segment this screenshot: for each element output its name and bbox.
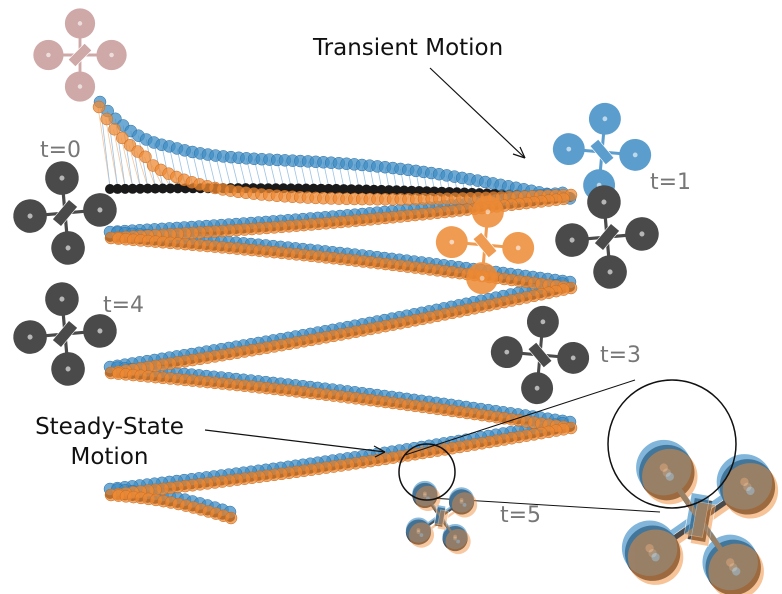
orange-point [225, 512, 237, 524]
steady-state-line1: Steady-State [12, 412, 207, 442]
steady-state-line2: Motion [12, 442, 207, 472]
time-label-t4: t=4 [103, 293, 144, 318]
time-label-t1: t=1 [650, 170, 691, 195]
transient-motion-label: Transient Motion [313, 33, 503, 63]
drone-t3 [484, 299, 595, 410]
drone-initial [27, 2, 133, 108]
time-label-t0: t=0 [40, 138, 81, 163]
drone-t0 [6, 154, 123, 271]
orange-point [101, 113, 113, 125]
drone-zoom-orange [623, 444, 782, 594]
orange-point [93, 101, 105, 113]
time-label-t5: t=5 [500, 503, 541, 528]
time-label-t3: t=3 [600, 343, 641, 368]
steady-arrow [205, 430, 385, 452]
zoom-connector-line [405, 380, 635, 455]
transient-arrow [430, 68, 525, 158]
steady-state-label: Steady-State Motion [12, 412, 207, 472]
